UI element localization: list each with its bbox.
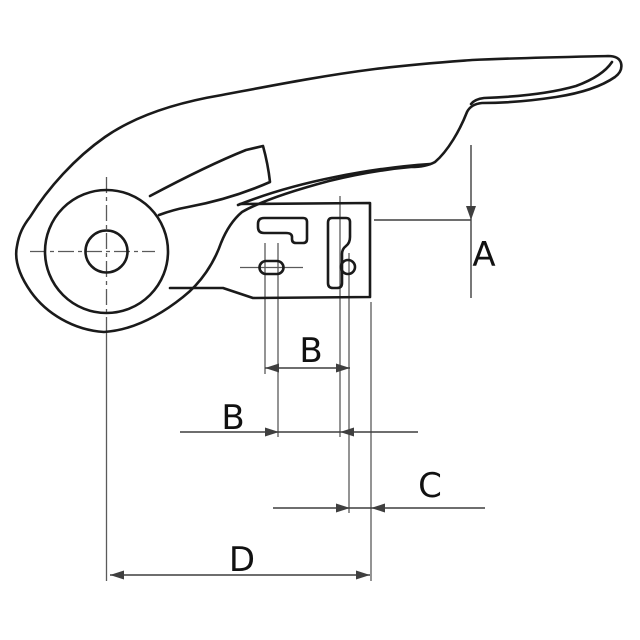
dim-d-arrow-left <box>110 570 124 580</box>
dim-label-c: C <box>418 466 442 506</box>
dim-label-a: A <box>472 235 495 275</box>
lever-body-outline <box>14 54 623 334</box>
part-outline-group <box>14 54 623 334</box>
arrowheads-group <box>110 206 476 580</box>
plate-small-hole <box>339 258 357 276</box>
underside-crease-line <box>236 162 432 207</box>
dim-b-lower-arrow-left <box>340 427 354 437</box>
pivot-boss-circle <box>43 188 170 315</box>
dim-label-d: D <box>229 540 255 580</box>
mounting-plate-outline <box>168 201 372 300</box>
dim-a-arrow-down <box>466 206 476 220</box>
dim-b-lower-arrow-right <box>265 427 279 437</box>
plate-vertical-slot <box>326 216 352 290</box>
plate-l-slot <box>256 216 309 245</box>
dim-c-arrow-left <box>371 503 385 513</box>
pivot-hole <box>84 229 129 274</box>
dimension-group <box>110 145 485 576</box>
lever-ridge-outline <box>148 144 272 217</box>
dim-labels-group: A B B C D <box>221 235 495 580</box>
dim-b-upper-arrow-right <box>336 363 350 373</box>
plate-oval-slot <box>258 259 285 276</box>
dim-b-upper-arrow-left <box>265 363 279 373</box>
centerlines-group <box>30 177 372 581</box>
handle-lip-inner-line <box>469 60 614 106</box>
dim-label-b-upper: B <box>299 331 322 371</box>
dim-d-arrow-right <box>356 570 370 580</box>
dim-c-arrow-right <box>336 503 350 513</box>
dim-label-b-lower: B <box>221 398 244 438</box>
